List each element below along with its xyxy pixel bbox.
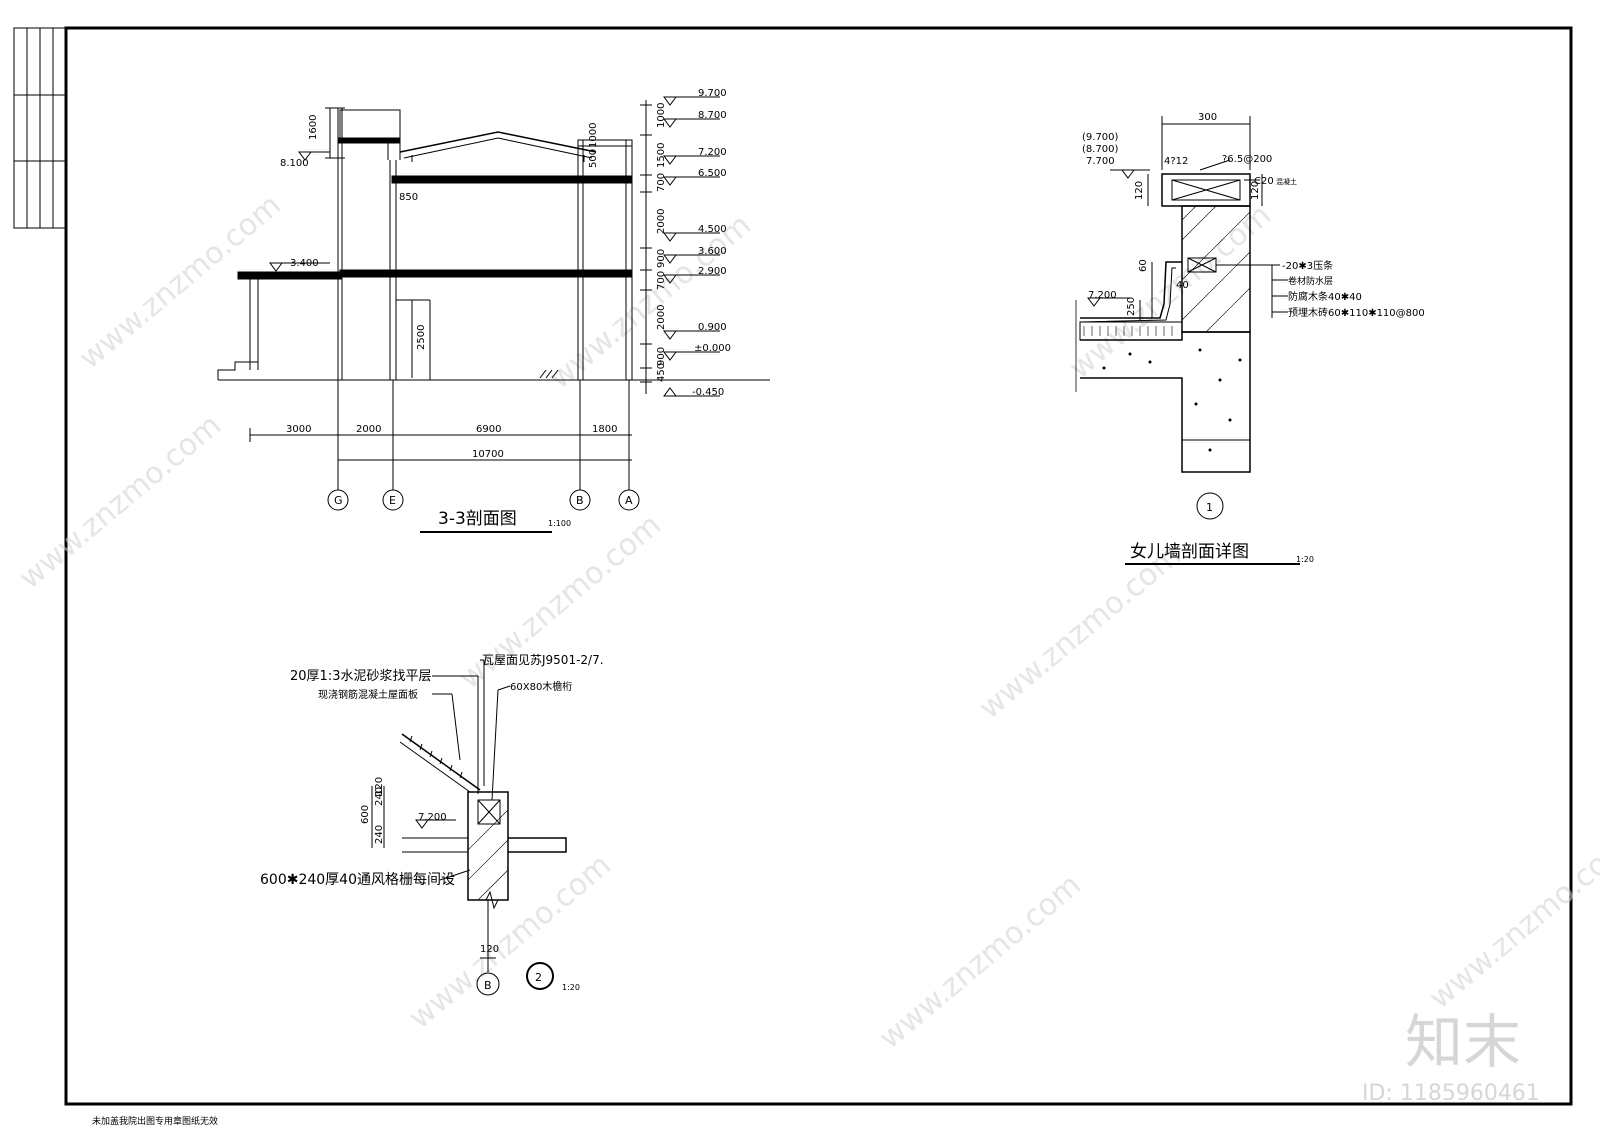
callout-label: 60X80木檐桁 xyxy=(510,680,572,693)
dim-label: 120 xyxy=(1134,181,1145,200)
elevation-label: 7.200 xyxy=(418,812,447,823)
watermark-layer: www.znzmo.com www.znzmo.com www.znzmo.co… xyxy=(13,188,1600,1106)
dim-label: 120 xyxy=(374,777,385,796)
dim-label: 850 xyxy=(399,192,418,203)
watermark-text: www.znzmo.com xyxy=(1423,828,1600,1017)
segment-dim: 2000 xyxy=(656,209,667,234)
elevation-label: 7.200 xyxy=(698,147,727,158)
segment-dim: 900 xyxy=(656,249,667,268)
elevation-label: -0.450 xyxy=(692,387,724,398)
dim-label: 240 xyxy=(374,787,385,806)
dim-label: 120 xyxy=(1250,181,1261,200)
drawing-title: 女儿墙剖面详图 xyxy=(1130,542,1249,562)
callout-label: 瓦屋面见苏J9501-2/7. xyxy=(482,653,604,667)
concrete-label: C20 xyxy=(1254,176,1274,187)
watermark-text: www.znzmo.com xyxy=(13,408,228,597)
drawing-scale: 1:100 xyxy=(548,519,571,528)
elevation-label: 0.900 xyxy=(698,322,727,333)
elevation-label: 9.700 xyxy=(698,88,727,99)
dim-label: 250 xyxy=(1126,297,1137,316)
segment-dim: 1500 xyxy=(656,143,667,168)
bottom-dim: 1800 xyxy=(592,424,617,435)
detail-number: 1 xyxy=(1206,501,1213,514)
watermark-logo: 知末 xyxy=(1405,1008,1521,1076)
elevation-label: 7.700 xyxy=(1086,156,1115,167)
elevation-label: 8.700 xyxy=(698,110,727,121)
total-dim: 10700 xyxy=(472,449,504,460)
callout-label: -20✱3压条 xyxy=(1282,259,1333,272)
dim-label: 600 xyxy=(360,805,371,824)
dim-label: 120 xyxy=(480,944,499,955)
elevation-label: 7.200 xyxy=(1088,290,1117,301)
detail-number: 2 xyxy=(535,971,542,984)
callout-label: 现浇钢筋混凝土屋面板 xyxy=(318,688,418,701)
segment-dim: 900 xyxy=(656,347,667,366)
segment-dim: 1000 xyxy=(656,103,667,128)
watermark-text: www.znzmo.com xyxy=(73,188,288,377)
axis-label: B xyxy=(576,494,584,507)
dim-label: 300 xyxy=(1198,112,1217,123)
drawing-title: 3-3剖面图 xyxy=(438,509,517,529)
drawing-scale: 1:20 xyxy=(1296,555,1314,564)
parapet-detail xyxy=(1075,116,1300,565)
callout-label: 600✱240厚40通风格栅每间设 xyxy=(260,872,455,888)
axis-label: B xyxy=(484,979,492,992)
elevation-label: 8.100 xyxy=(280,158,309,169)
rebar-label: 4?12 xyxy=(1164,156,1188,167)
bottom-dim: 2000 xyxy=(356,424,381,435)
elevation-label: 2.900 xyxy=(698,266,727,277)
segment-dim: 700 xyxy=(656,173,667,192)
elevation-label: 3.400 xyxy=(290,258,319,269)
bottom-dim: 3000 xyxy=(286,424,311,435)
section-3-3 xyxy=(217,96,770,533)
callout-label: 预埋木砖60✱110✱110@800 xyxy=(1288,306,1425,319)
footer-note: 未加盖我院出图专用章图纸无效 xyxy=(92,1117,219,1127)
elevation-label: (9.700) xyxy=(1082,132,1119,143)
rebar-label: ?6.5@200 xyxy=(1222,154,1272,165)
axis-label: E xyxy=(389,494,396,507)
elevation-label: 4.500 xyxy=(698,224,727,235)
eave-labels: 20厚1:3水泥砂浆找平层 现浇钢筋混凝土屋面板 瓦屋面见苏J9501-2/7.… xyxy=(260,653,604,992)
callout-label: 防腐木条40✱40 xyxy=(1288,290,1362,303)
dim-label: 60 xyxy=(1138,259,1149,272)
height-dim: 1600 xyxy=(308,115,319,140)
segment-dim: 450 xyxy=(656,363,667,382)
axis-label: G xyxy=(334,494,343,507)
watermark-text: www.znzmo.com xyxy=(873,868,1088,1057)
segment-dim: 2000 xyxy=(656,305,667,330)
elevation-label: (8.700) xyxy=(1082,144,1119,155)
elevation-label: 3.600 xyxy=(698,246,727,257)
sheet-frame xyxy=(13,26,1573,1106)
callout-label: 卷材防水层 xyxy=(1288,275,1333,287)
dim-label: 240 xyxy=(374,825,385,844)
segment-dim: 700 xyxy=(656,271,667,290)
callout-label: 20厚1:3水泥砂浆找平层 xyxy=(290,669,431,684)
parapet-labels: 300 (9.700) (8.700) 7.700 4?12 ?6.5@200 … xyxy=(1082,112,1425,564)
bottom-dim: 6900 xyxy=(476,424,501,435)
dim-label: 40 xyxy=(1176,280,1189,291)
axis-label: A xyxy=(625,494,633,507)
watermark-text: www.znzmo.com xyxy=(973,538,1188,727)
watermark-text: www.znzmo.com xyxy=(453,508,668,697)
dim-label: 1000 xyxy=(588,123,599,148)
section-3-3-labels: 9.700 8.700 7.200 6.500 4.500 3.600 2.90… xyxy=(280,88,731,529)
elevation-label: ±0.000 xyxy=(694,343,731,354)
elevation-label: 6.500 xyxy=(698,168,727,179)
dim-label: 2500 xyxy=(416,325,427,350)
dim-label: 500 xyxy=(588,149,599,168)
concrete-label: 混凝土 xyxy=(1276,177,1297,186)
drawing-scale: 1:20 xyxy=(562,983,580,992)
watermark-id: ID: 1185960461 xyxy=(1362,1081,1540,1106)
eave-detail xyxy=(371,659,567,996)
